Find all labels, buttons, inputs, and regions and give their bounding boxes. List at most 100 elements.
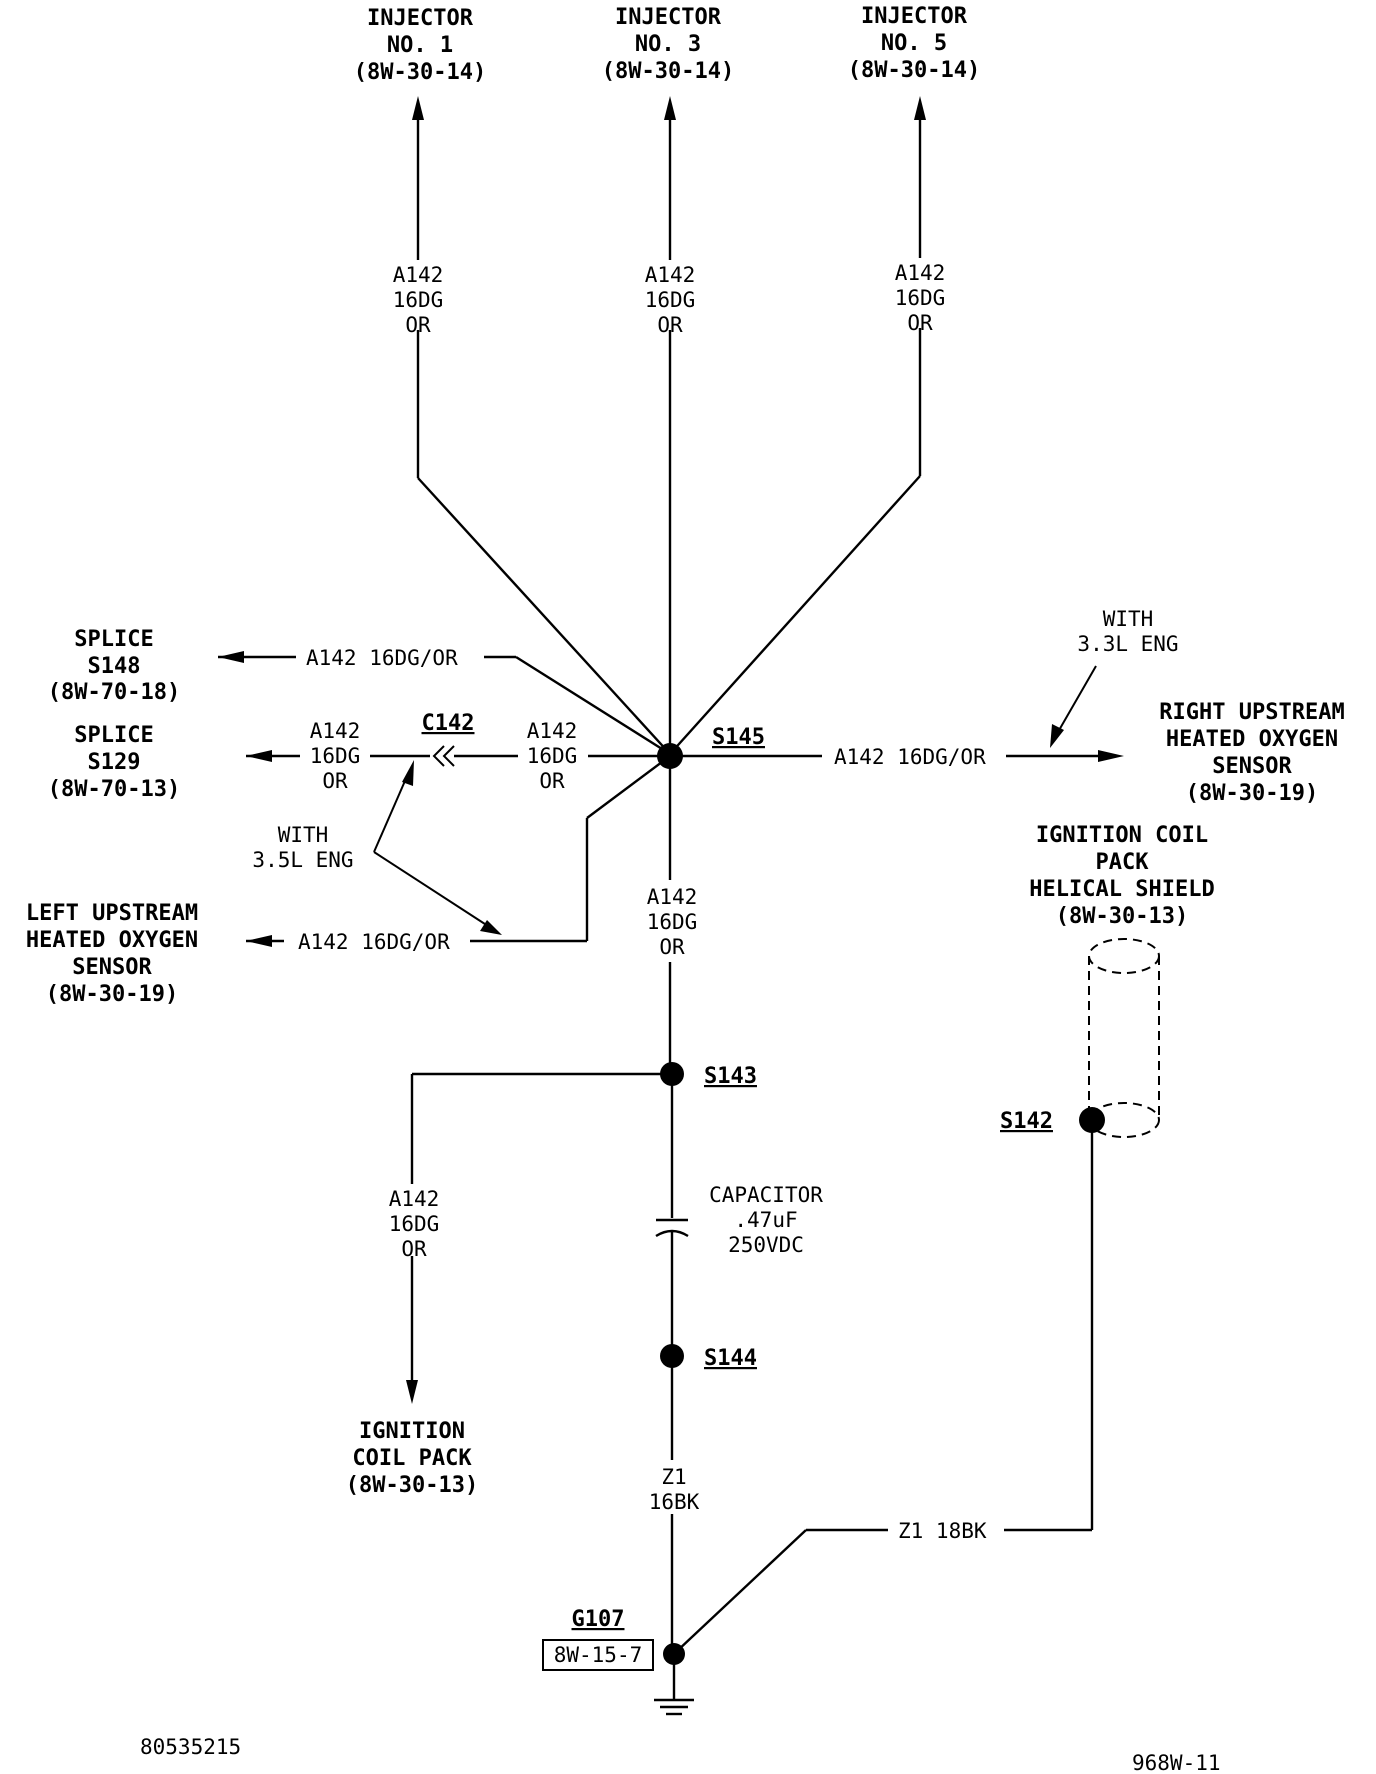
injector-3-wire <box>664 96 676 754</box>
helical-shield-symbol <box>1088 938 1160 1138</box>
svg-text:HEATED OXYGEN: HEATED OXYGEN <box>26 928 198 953</box>
injector-3-wire-code: A142 16DG OR <box>645 263 696 337</box>
svg-text:.47uF: .47uF <box>734 1208 797 1232</box>
with-3-3l-line1: WITH <box>1103 607 1154 631</box>
right-sensor-wire: A142 16DG/OR <box>670 745 1124 769</box>
svg-text:(8W-30-13): (8W-30-13) <box>1056 904 1188 929</box>
with-3-5l-line2: 3.5L ENG <box>252 848 353 872</box>
document-number: 80535215 <box>140 1735 241 1759</box>
svg-text:16DG: 16DG <box>393 288 444 312</box>
svg-text:OR: OR <box>539 769 565 793</box>
svg-text:IGNITION: IGNITION <box>359 1419 465 1444</box>
svg-text:(8W-70-13): (8W-70-13) <box>48 777 180 802</box>
left-sensor-wire-code: A142 16DG/OR <box>298 930 450 954</box>
g107-ref-box <box>542 1639 654 1671</box>
svg-text:A142: A142 <box>647 885 698 909</box>
s144-label: S144 <box>704 1346 757 1371</box>
s142-label: S142 <box>1000 1109 1053 1134</box>
with-3-5l-line1: WITH <box>278 823 329 847</box>
injector-5-label: INJECTOR NO. 5 (8W-30-14) <box>848 4 980 83</box>
injector-1-wire-code: A142 16DG OR <box>393 263 444 337</box>
ground-wire: Z1 16BK <box>649 1356 700 1652</box>
right-sensor-wire-code: A142 16DG/OR <box>834 745 986 769</box>
left-sensor-wire: A142 16DG/OR <box>246 755 671 954</box>
svg-text:16DG: 16DG <box>527 744 578 768</box>
svg-text:A142: A142 <box>527 719 578 743</box>
with-3-5l-note: WITH 3.5L ENG <box>252 760 502 935</box>
shield-wire-code: Z1 18BK <box>898 1519 987 1543</box>
svg-text:CAPACITOR: CAPACITOR <box>709 1183 823 1207</box>
svg-text:16DG: 16DG <box>310 744 361 768</box>
center-wire: A142 16DG OR <box>647 756 698 1074</box>
helical-shield-label: IGNITION COIL PACK HELICAL SHIELD (8W-30… <box>1029 823 1214 929</box>
svg-text:SENSOR: SENSOR <box>1212 754 1292 779</box>
splice-s129-label: SPLICE S129 (8W-70-13) <box>48 723 180 802</box>
svg-text:OR: OR <box>405 313 431 337</box>
svg-text:COIL PACK: COIL PACK <box>352 1446 472 1471</box>
svg-text:A142: A142 <box>895 261 946 285</box>
svg-text:16DG: 16DG <box>647 910 698 934</box>
injector-5-wire <box>669 96 926 755</box>
s143-label: S143 <box>704 1064 757 1089</box>
ground-symbol-icon <box>654 1654 694 1716</box>
injector-3-name: INJECTOR <box>615 5 722 30</box>
injector-1-ref: (8W-30-14) <box>354 60 486 85</box>
svg-text:Z1: Z1 <box>661 1465 686 1489</box>
capacitor-label: CAPACITOR .47uF 250VDC <box>709 1183 823 1257</box>
svg-text:16DG: 16DG <box>389 1212 440 1236</box>
injector-5-ref: (8W-30-14) <box>848 58 980 83</box>
injector-3-ref: (8W-30-14) <box>602 59 734 84</box>
left-sensor-label: LEFT UPSTREAM HEATED OXYGEN SENSOR (8W-3… <box>26 901 198 1007</box>
svg-text:OR: OR <box>322 769 348 793</box>
splice-s129-wire-code-right: A142 16DG OR <box>527 719 578 793</box>
right-sensor-label: RIGHT UPSTREAM HEATED OXYGEN SENSOR (8W-… <box>1159 700 1344 806</box>
injector-5-name: INJECTOR <box>861 4 968 29</box>
with-3-3l-line2: 3.3L ENG <box>1077 632 1178 656</box>
injector-5-wire-code: A142 16DG OR <box>895 261 946 335</box>
svg-text:OR: OR <box>401 1237 427 1261</box>
coil-pack-wire: A142 16DG OR <box>389 1072 672 1404</box>
svg-text:RIGHT UPSTREAM: RIGHT UPSTREAM <box>1159 700 1344 725</box>
coil-pack-label: IGNITION COIL PACK (8W-30-13) <box>346 1419 478 1498</box>
svg-text:16BK: 16BK <box>649 1490 700 1514</box>
svg-text:HELICAL SHIELD: HELICAL SHIELD <box>1029 877 1214 902</box>
splice-s129-wire-code-left: A142 16DG OR <box>310 719 361 793</box>
svg-text:(8W-70-18): (8W-70-18) <box>48 680 180 705</box>
capacitor-symbol <box>655 1074 689 1356</box>
svg-text:A142: A142 <box>389 1187 440 1211</box>
injector-5-number: NO. 5 <box>881 31 947 56</box>
svg-text:OR: OR <box>659 935 685 959</box>
injector-1-number: NO. 1 <box>387 33 453 58</box>
svg-text:A142: A142 <box>645 263 696 287</box>
splice-s148-label: SPLICE S148 (8W-70-18) <box>48 627 180 705</box>
svg-text:(8W-30-13): (8W-30-13) <box>346 1473 478 1498</box>
svg-text:HEATED OXYGEN: HEATED OXYGEN <box>1166 727 1338 752</box>
svg-text:16DG: 16DG <box>645 288 696 312</box>
g107-ref: 8W-15-7 <box>554 1643 643 1667</box>
injector-3-number: NO. 3 <box>635 32 701 57</box>
c142-label: C142 <box>422 711 475 736</box>
svg-text:PACK: PACK <box>1096 850 1150 875</box>
svg-text:S148: S148 <box>88 654 141 679</box>
with-3-3l-note: WITH 3.3L ENG <box>1050 607 1179 748</box>
splice-s129-wire <box>246 750 670 762</box>
splice-s148-wire-code: A142 16DG/OR <box>306 646 458 670</box>
shield-ground-wire: Z1 18BK <box>675 1120 1094 1653</box>
injector-1-wire <box>412 96 671 755</box>
c142-connector-symbol <box>432 745 455 767</box>
svg-text:(8W-30-19): (8W-30-19) <box>46 982 178 1007</box>
svg-text:SPLICE: SPLICE <box>74 723 153 748</box>
s145-label: S145 <box>712 725 765 750</box>
svg-text:OR: OR <box>907 311 933 335</box>
injector-3-label: INJECTOR NO. 3 (8W-30-14) <box>602 5 734 84</box>
injector-1-name: INJECTOR <box>367 6 474 31</box>
svg-text:IGNITION COIL: IGNITION COIL <box>1036 823 1208 848</box>
svg-text:SPLICE: SPLICE <box>74 627 153 652</box>
svg-text:A142: A142 <box>310 719 361 743</box>
splice-s148-wire: A142 16DG/OR <box>218 646 671 756</box>
g107-label: G107 <box>572 1607 625 1632</box>
svg-text:A142: A142 <box>393 263 444 287</box>
page-number: 968W-11 <box>1132 1751 1221 1774</box>
svg-text:LEFT UPSTREAM: LEFT UPSTREAM <box>26 901 198 926</box>
